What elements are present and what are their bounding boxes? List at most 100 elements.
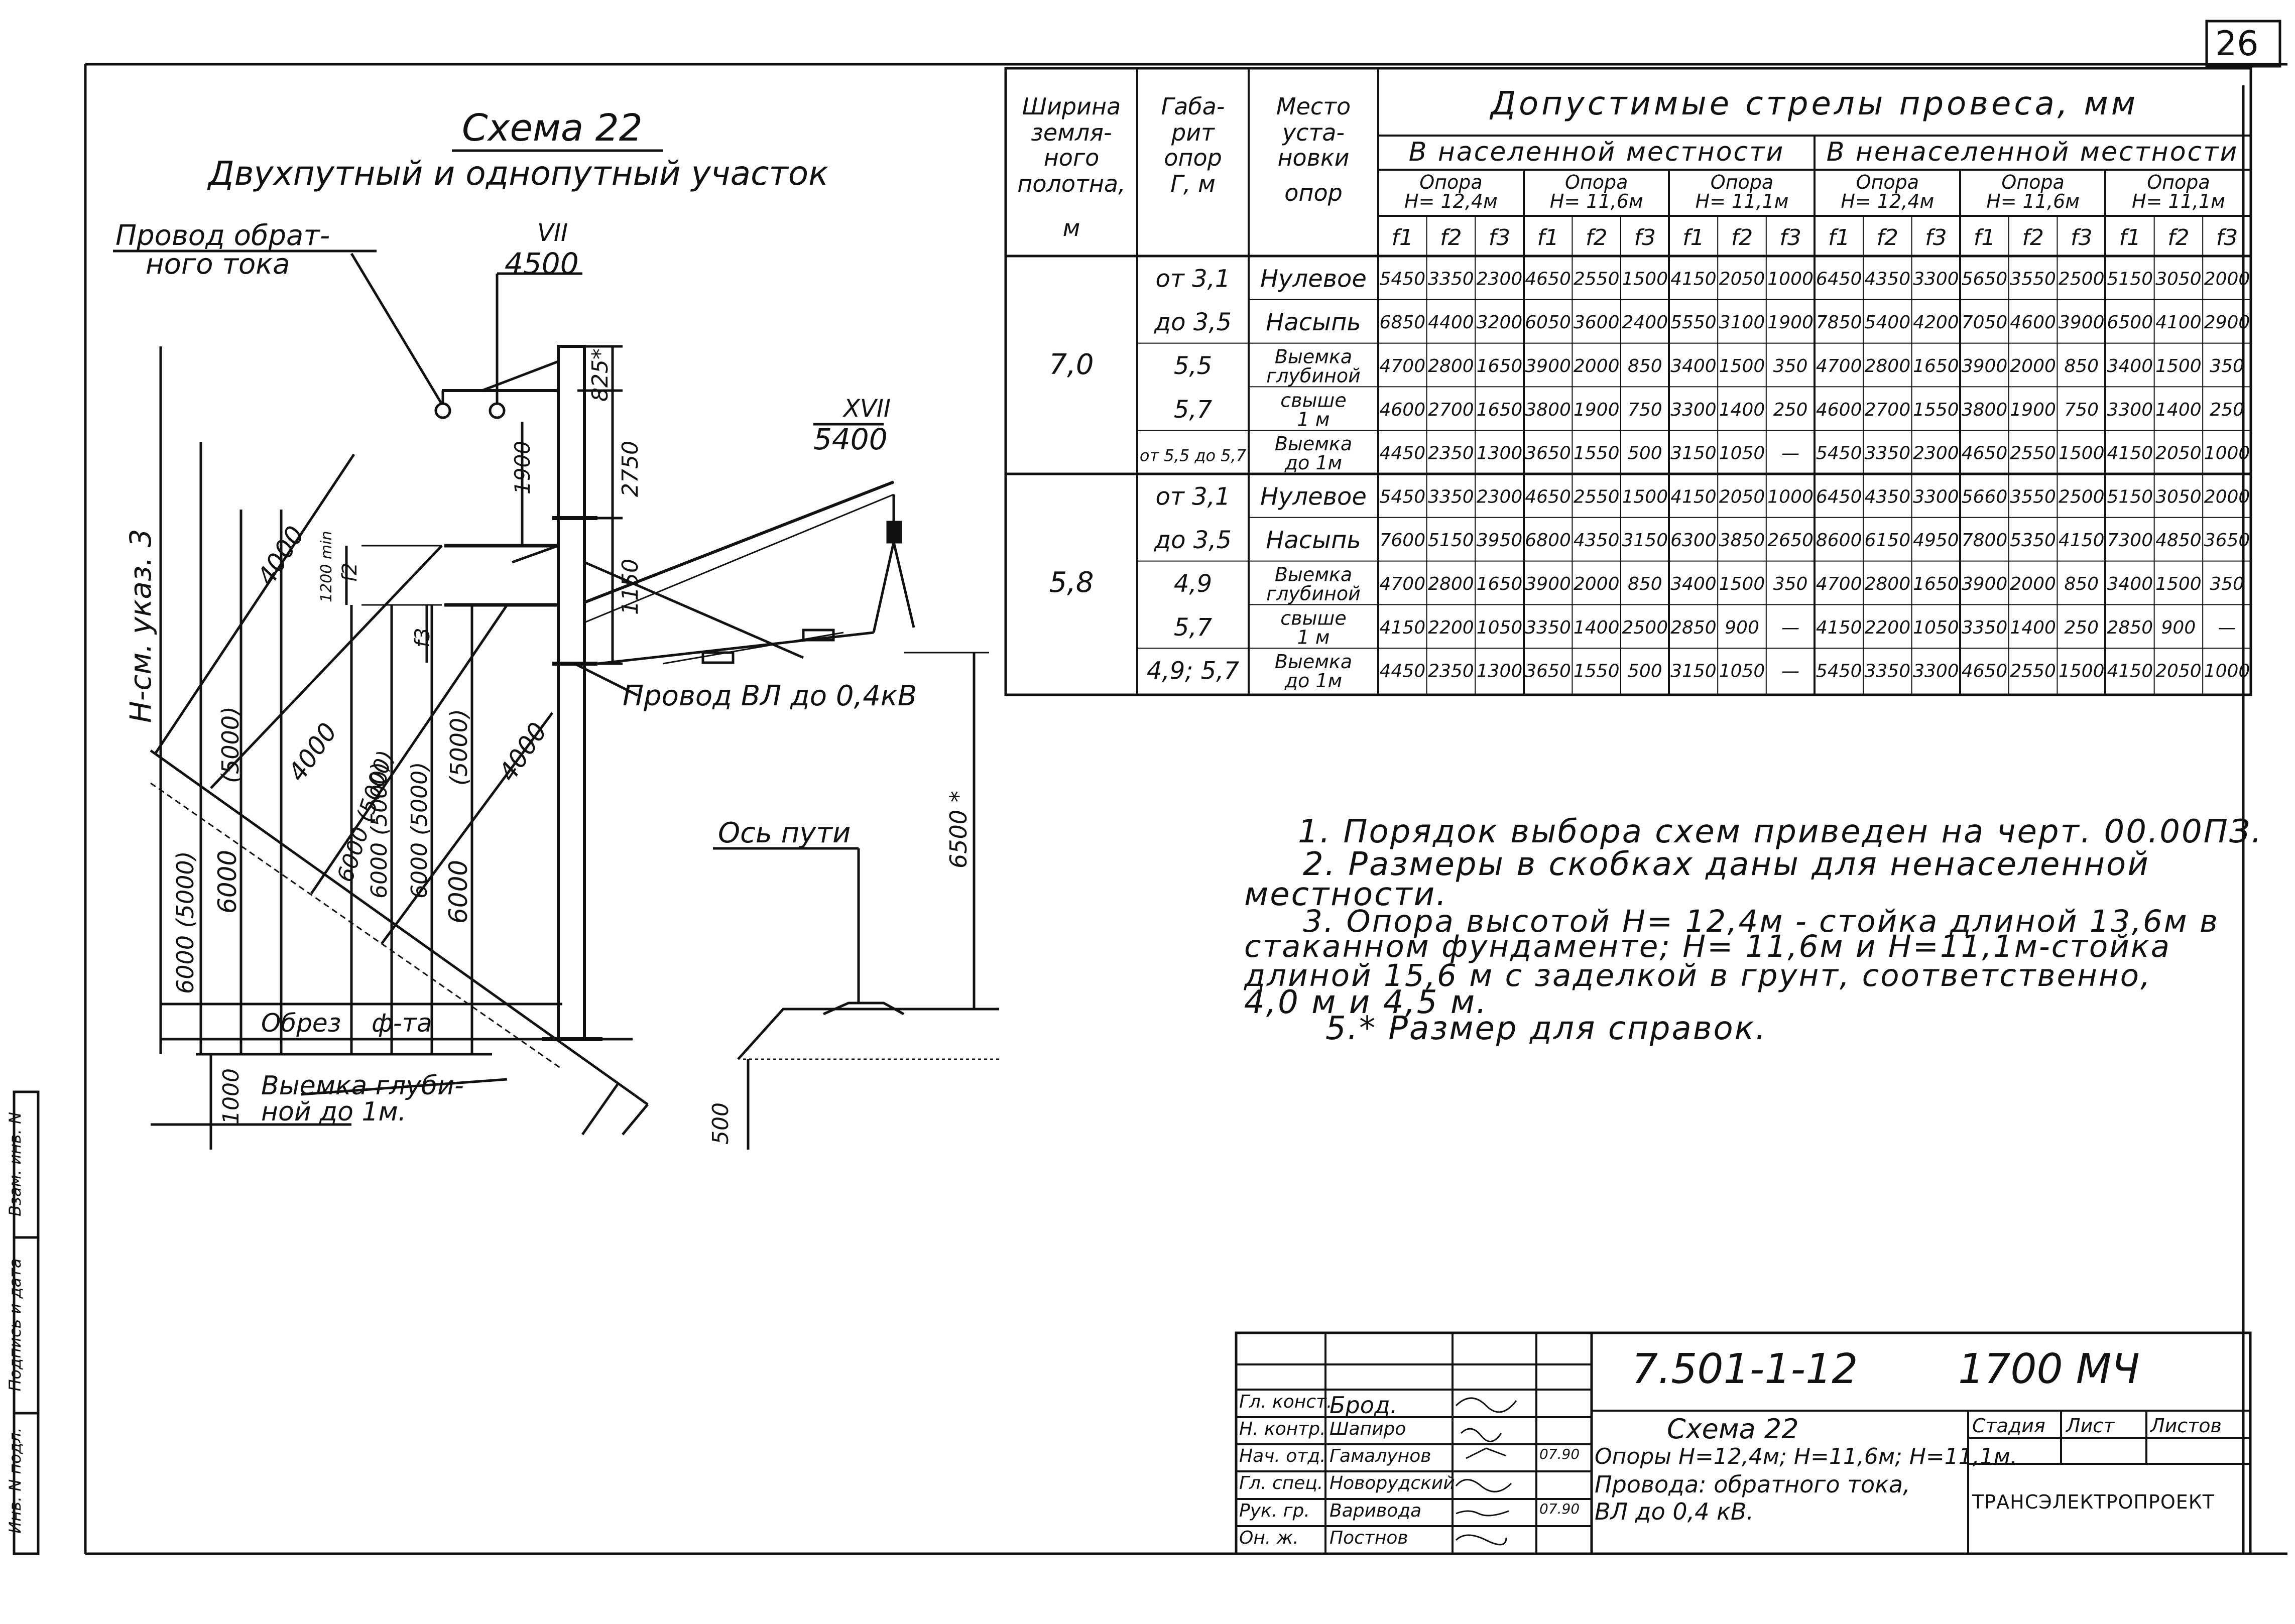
th-support-1-height: Н= 12,4м bbox=[1404, 190, 1498, 212]
row-gabarit: 5,7 bbox=[1174, 613, 1213, 642]
table-cell: 2700 bbox=[1428, 400, 1474, 420]
row-place: 1 м bbox=[1297, 626, 1330, 648]
title-block-stage: Стадия bbox=[1972, 1415, 2045, 1437]
table-cell: 350 bbox=[1773, 356, 1808, 377]
table-cell: 1050 bbox=[1719, 661, 1765, 682]
table-cell: 1050 bbox=[1913, 617, 1959, 638]
th-f-17: f2 bbox=[2167, 225, 2189, 251]
th-gab-3: опор bbox=[1164, 144, 1222, 171]
table-cell: 750 bbox=[2064, 400, 2099, 420]
note-3: 3. Опора высотой Н= 12,4м - стойка длино… bbox=[1303, 904, 2220, 939]
table-cell: 2000 bbox=[2010, 574, 2056, 594]
table-cell: 3650 bbox=[1525, 443, 1571, 464]
sheet-number: 26 bbox=[2215, 24, 2259, 64]
th-f-9: f3 bbox=[1779, 225, 1801, 251]
label-track-axis: Ось пути bbox=[718, 817, 851, 849]
staff-name: Шапиро bbox=[1330, 1419, 1406, 1439]
staff-role: Н. контр. bbox=[1239, 1419, 1326, 1439]
table-cell: 4650 bbox=[1962, 661, 2008, 682]
th-width-2: земля- bbox=[1031, 119, 1112, 146]
table-cell: 5660 bbox=[1962, 486, 2008, 507]
group-width-0: 7,0 bbox=[1049, 348, 1094, 381]
row-place: Насыпь bbox=[1266, 308, 1361, 336]
th-f-12: f3 bbox=[1925, 225, 1947, 251]
table-cell: 1650 bbox=[1913, 574, 1959, 594]
th-unpopulated: В ненаселенной местности bbox=[1827, 137, 2239, 167]
th-f-2: f2 bbox=[1440, 225, 1462, 251]
note-2-cont: местности. bbox=[1244, 876, 1448, 913]
th-gab-4: Г, м bbox=[1170, 170, 1216, 197]
table-cell: 4150 bbox=[1379, 617, 1425, 638]
table-cell: 2200 bbox=[1428, 617, 1474, 638]
table-cell: 1050 bbox=[1477, 617, 1523, 638]
title-block-sheet: Лист bbox=[2066, 1415, 2115, 1437]
table-cell: 3550 bbox=[2010, 486, 2056, 507]
table-cell: 3900 bbox=[2059, 312, 2105, 333]
table-cell: 6850 bbox=[1379, 312, 1425, 333]
table-cell: — bbox=[2218, 617, 2236, 638]
table-cell: 3300 bbox=[1913, 269, 1959, 289]
th-width-4: полотна, bbox=[1017, 170, 1125, 197]
table-cell: 8600 bbox=[1816, 530, 1862, 551]
table-cell: 900 bbox=[2161, 617, 2196, 638]
table-cell: 1400 bbox=[2155, 400, 2202, 420]
note-1: 1. Порядок выбора схем приведен на черт.… bbox=[1298, 813, 2263, 850]
th-f-7: f1 bbox=[1682, 225, 1704, 251]
th-place-3: новки bbox=[1277, 144, 1349, 171]
table-cell: — bbox=[1781, 661, 1799, 682]
table-cell: — bbox=[1781, 443, 1799, 464]
dim-1200: 1200 min bbox=[318, 531, 335, 602]
staff-date: 07.90 bbox=[1539, 1446, 1580, 1462]
table-cell: 4700 bbox=[1816, 574, 1862, 594]
table-cell: 350 bbox=[2210, 574, 2244, 594]
scheme-subtitle: Двухпутный и однопутный участок bbox=[207, 154, 828, 193]
table-cell: 2850 bbox=[1670, 617, 1717, 638]
table-cell: 3400 bbox=[1670, 356, 1717, 377]
table-cell: 4350 bbox=[1864, 269, 1910, 289]
table-cell: 1500 bbox=[1719, 356, 1765, 377]
th-place-2: уста- bbox=[1281, 119, 1345, 146]
table-cell: 2550 bbox=[1574, 486, 1620, 507]
table-cell: 4150 bbox=[1670, 269, 1717, 289]
callout-xvii-value: 5400 bbox=[813, 422, 888, 456]
table-cell: 6050 bbox=[1525, 312, 1571, 333]
side-stamp-inv: Инв. N подл. bbox=[6, 1427, 25, 1534]
table-cell: 4200 bbox=[1913, 312, 1959, 333]
table-cell: 500 bbox=[1628, 661, 1662, 682]
table-cell: 1500 bbox=[2059, 661, 2105, 682]
table-cell: 2000 bbox=[1574, 574, 1620, 594]
table-cell: 2350 bbox=[1428, 661, 1474, 682]
title-block-code: 7.501-1-12 bbox=[1632, 1345, 1858, 1393]
th-f-11: f2 bbox=[1877, 225, 1898, 251]
table-cell: 3400 bbox=[1670, 574, 1717, 594]
table-cell: 7800 bbox=[1962, 530, 2008, 551]
table-cell: 2900 bbox=[2204, 312, 2250, 333]
staff-role: Рук. гр. bbox=[1239, 1501, 1310, 1521]
note-3-cont-2: длиной 15,6 м с заделкой в грунт, соотве… bbox=[1244, 958, 2152, 993]
note-3-cont-3: 4,0 м и 4,5 м. bbox=[1244, 984, 1488, 1021]
table-cell: 850 bbox=[1628, 356, 1662, 377]
dim-6000-5000-d: 6000 (5000) bbox=[407, 762, 432, 899]
table-cell: 4100 bbox=[2155, 312, 2202, 333]
table-cell: 3950 bbox=[1477, 530, 1523, 551]
table-cell: 6150 bbox=[1864, 530, 1910, 551]
row-place: глубиной bbox=[1266, 365, 1361, 387]
table-cell: 6450 bbox=[1816, 486, 1862, 507]
table-cell: 1050 bbox=[1719, 443, 1765, 464]
table-cell: 5400 bbox=[1864, 312, 1910, 333]
table-cell: 2500 bbox=[2059, 486, 2105, 507]
title-block-sheets: Листов bbox=[2150, 1415, 2222, 1437]
table-cell: 2050 bbox=[1719, 269, 1765, 289]
th-f-8: f2 bbox=[1731, 225, 1753, 251]
table-cell: 5450 bbox=[1816, 661, 1862, 682]
staff-role: Гл. конст. bbox=[1239, 1392, 1333, 1412]
table-cell: 1400 bbox=[1719, 400, 1765, 420]
table-cell: 1650 bbox=[1477, 574, 1523, 594]
th-f-18: f3 bbox=[2216, 225, 2238, 251]
table-cell: 5550 bbox=[1670, 312, 1717, 333]
table-cell: 4650 bbox=[1525, 269, 1571, 289]
th-f-4: f1 bbox=[1537, 225, 1558, 251]
table-cell: 3350 bbox=[1428, 269, 1474, 289]
label-vl-wire: Провод ВЛ до 0,4кВ bbox=[623, 680, 917, 712]
callout-xvii-roman: XVII bbox=[842, 395, 891, 423]
